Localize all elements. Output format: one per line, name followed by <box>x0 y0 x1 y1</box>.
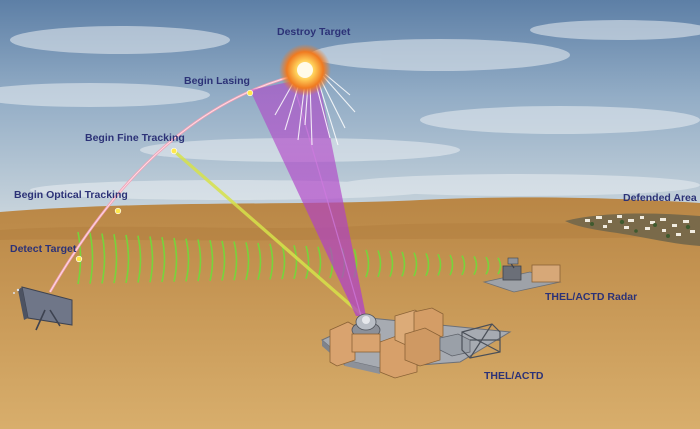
radar-wave-arc <box>269 243 274 280</box>
radar-wave-arc <box>137 235 142 283</box>
radar-wave-arc <box>461 255 466 276</box>
lasing-point <box>246 89 254 97</box>
label-defended-area: Defended Area <box>623 192 697 204</box>
label-begin-optical-tracking: Begin Optical Tracking <box>14 189 128 201</box>
radar-wave-arc <box>425 253 430 277</box>
radar-wave-arc <box>233 241 238 281</box>
fine-tracking-beam <box>172 149 364 317</box>
fine-tracking-point <box>170 147 178 155</box>
distant-hill <box>0 222 700 241</box>
detect-target-point <box>75 255 83 263</box>
thel-actd-laser-system <box>321 307 512 379</box>
radar-wave-arc <box>401 251 406 277</box>
label-begin-lasing: Begin Lasing <box>184 75 250 87</box>
radar-wave-arc <box>161 237 166 283</box>
thel-radar-unit <box>482 257 562 293</box>
optical-tracking-point <box>114 207 122 215</box>
label-detect-target: Detect Target <box>10 243 77 255</box>
radar-wave-arc <box>89 232 94 284</box>
radar-wave-arc <box>413 252 418 277</box>
defended-area-town <box>565 213 700 246</box>
radar-wave-arc <box>497 257 502 275</box>
radar-wave-arc <box>149 236 154 283</box>
detection-radar-antenna <box>13 286 73 331</box>
radar-wave-arc <box>221 240 226 281</box>
label-destroy-target: Destroy Target <box>277 26 351 38</box>
radar-wave-arc <box>473 256 478 276</box>
desert-ground <box>0 197 700 429</box>
radar-wave-arc <box>173 237 178 282</box>
radar-wave-arc <box>365 249 370 278</box>
radar-wave-arc <box>437 253 442 276</box>
radar-wave-arc <box>293 245 298 280</box>
radar-wave-arc <box>257 242 262 280</box>
radar-wave-arc <box>449 254 454 276</box>
radar-wave-arc <box>101 233 106 284</box>
label-thel-radar: THEL/ACTD Radar <box>545 291 637 303</box>
radar-wave-arc <box>389 250 394 277</box>
radar-wave-arc <box>305 245 310 279</box>
destroy-target-explosion <box>279 44 331 96</box>
radar-wave-arc <box>113 234 118 284</box>
label-thel-actd: THEL/ACTD <box>484 370 544 382</box>
radar-wave-arc <box>377 250 382 278</box>
laser-beam <box>250 76 366 316</box>
radar-wave-arc <box>125 234 130 284</box>
radar-wave-arc <box>485 256 490 275</box>
radar-waves <box>77 231 502 285</box>
radar-wave-arc <box>197 239 202 282</box>
radar-wave-arc <box>209 239 214 282</box>
radar-wave-arc <box>245 242 250 281</box>
label-begin-fine-tracking: Begin Fine Tracking <box>85 132 185 144</box>
radar-wave-arc <box>185 238 190 282</box>
event-points <box>75 89 254 263</box>
